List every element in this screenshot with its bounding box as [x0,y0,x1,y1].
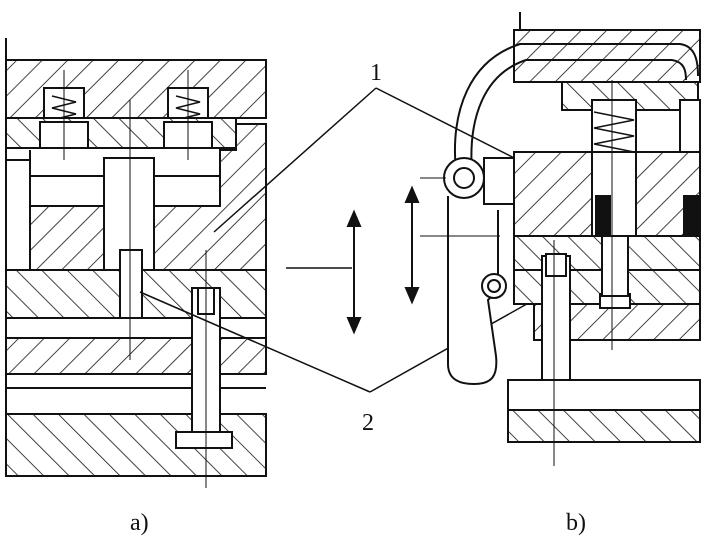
caption-b: b) [566,510,586,536]
callout-2: 2 [362,410,374,436]
figure-b [420,12,701,466]
motion-arrows [286,185,420,335]
figure-a [5,38,267,488]
caption-a: a) [130,510,149,536]
callout-1: 1 [370,60,382,86]
